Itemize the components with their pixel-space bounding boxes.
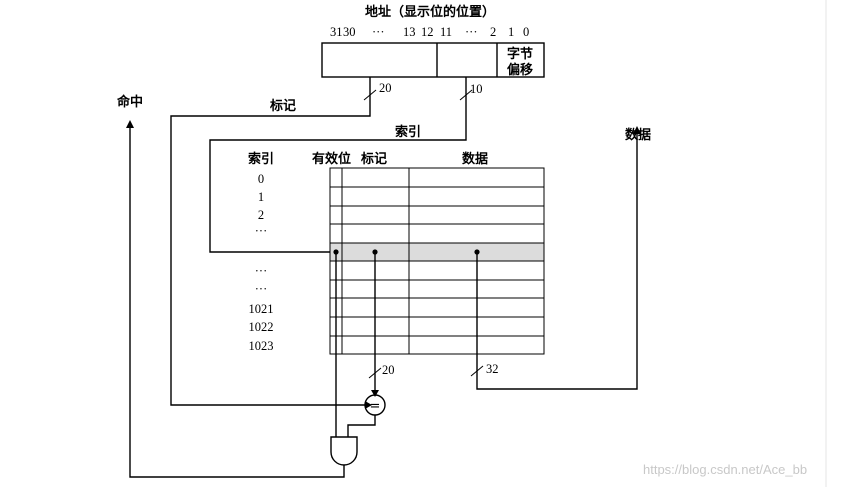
bit-label-13: 13 xyxy=(403,25,416,39)
header-data: 数据 xyxy=(462,151,488,167)
hit-label: 命中 xyxy=(116,94,143,110)
compare-to-and-line xyxy=(347,415,376,437)
hit-line xyxy=(129,126,345,478)
index-width-tick xyxy=(459,89,473,101)
row-index-2: 2 xyxy=(258,208,264,222)
data-out-line xyxy=(476,132,638,390)
row-index-1021: 1021 xyxy=(249,302,274,316)
data-out-label: 数据 xyxy=(625,127,651,143)
bit-label-11: 11 xyxy=(440,25,452,39)
byte-offset-label-2: 偏移 xyxy=(507,62,533,78)
bit-label-1: 1 xyxy=(508,25,514,39)
and-gate: 命中 xyxy=(116,94,358,478)
index-label: 索引 xyxy=(395,124,421,140)
tag-wire: 20 标记 xyxy=(170,77,392,409)
stored-tag-width-tick xyxy=(368,367,382,379)
index-line xyxy=(209,77,467,253)
tag-label: 标记 xyxy=(269,98,296,114)
bit-label-ellipsis-low: ··· xyxy=(465,25,478,39)
row-index-ellipsis-2: ··· xyxy=(255,264,268,278)
data-width-label: 32 xyxy=(486,362,499,376)
stored-tag-arrowhead xyxy=(371,390,379,397)
bit-label-ellipsis-high: ··· xyxy=(372,25,385,39)
bit-label-12: 12 xyxy=(421,25,434,39)
watermark: https://blog.csdn.net/Ace_bb xyxy=(643,462,807,477)
bit-label-31: 31 xyxy=(330,25,343,39)
tag-width-tick xyxy=(363,89,377,101)
data-width-tick xyxy=(470,365,484,377)
equals-symbol: = xyxy=(370,399,381,414)
index-wire: 10 索引 xyxy=(209,77,483,256)
diagram-title: 地址（显示位的位置） xyxy=(365,4,495,20)
comparator: = xyxy=(347,394,386,437)
byte-offset-label-1: 字节 xyxy=(507,46,533,62)
stored-tag-width-label: 20 xyxy=(382,363,395,377)
row-dividers xyxy=(330,186,544,337)
header-valid: 有效位 xyxy=(312,151,351,167)
row-taps: 20 32 数据 xyxy=(333,126,651,437)
bit-label-2: 2 xyxy=(490,25,496,39)
address-register xyxy=(321,42,545,78)
row-index-0: 0 xyxy=(258,172,264,186)
row-index-ellipsis-1: ··· xyxy=(255,224,268,238)
and-gate-body xyxy=(330,436,358,466)
index-row-labels: 0 1 2 ··· ··· ··· 1021 1022 1023 xyxy=(249,172,274,353)
row-index-1023: 1023 xyxy=(249,339,274,353)
cache-headers: 索引 有效位 标记 数据 xyxy=(248,151,488,167)
index-width-label: 10 xyxy=(470,82,483,96)
cache-table xyxy=(329,167,545,355)
header-tag: 标记 xyxy=(360,151,387,167)
header-index: 索引 xyxy=(248,151,274,167)
address-box: 字节 偏移 xyxy=(321,42,545,78)
hit-arrowhead xyxy=(126,120,134,128)
tag-width-label: 20 xyxy=(379,81,392,95)
selected-row-highlight xyxy=(330,243,544,261)
bit-labels: 31 30 ··· 13 12 11 ··· 2 1 0 xyxy=(330,25,529,39)
row-index-ellipsis-3: ··· xyxy=(255,282,268,296)
tag-arrowhead xyxy=(365,401,372,409)
row-index-1: 1 xyxy=(258,190,264,204)
row-index-1022: 1022 xyxy=(249,320,274,334)
bit-label-30: 30 xyxy=(343,25,356,39)
data-out-arrowhead xyxy=(633,126,641,134)
bit-label-0: 0 xyxy=(523,25,529,39)
tag-line xyxy=(170,77,371,406)
